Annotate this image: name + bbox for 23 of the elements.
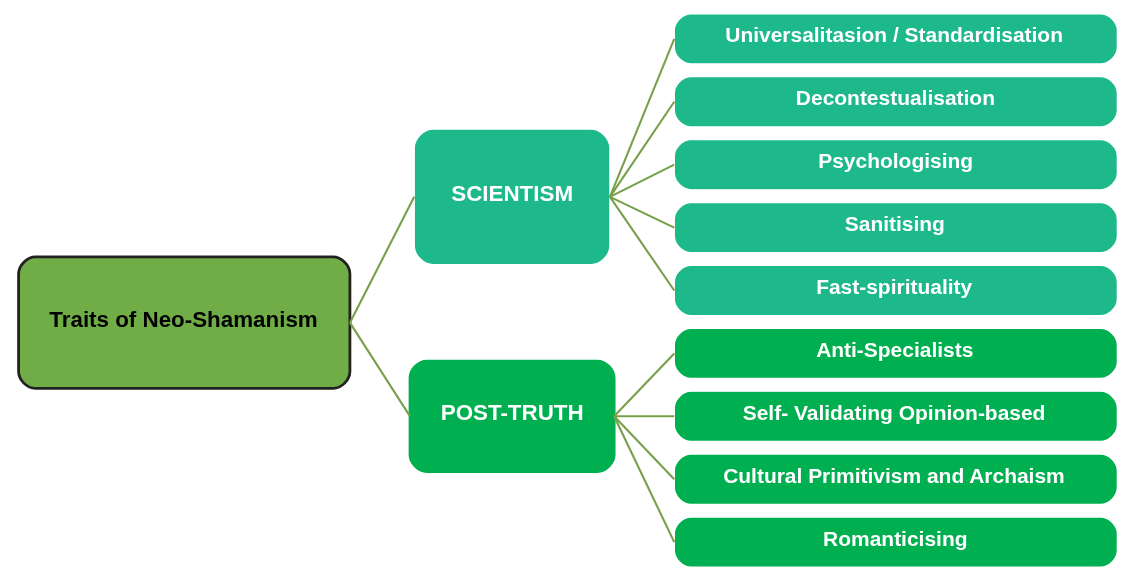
connector (608, 163, 675, 198)
connector (612, 415, 675, 543)
connector (609, 195, 675, 229)
connector (608, 101, 675, 198)
node-box: Decontestualisation (673, 75, 1118, 128)
node-box: SCIENTISM (414, 129, 609, 264)
node-box: Romanticising (673, 516, 1118, 568)
connector (613, 415, 674, 418)
node-box: Universalitasion / Standardisation (673, 13, 1118, 65)
connector (612, 415, 675, 480)
connector (348, 196, 415, 324)
connector (348, 322, 411, 417)
node-box: POST-TRUTH (408, 359, 616, 473)
connector (612, 352, 675, 418)
node-box: Sanitising (673, 201, 1118, 254)
node-box: Traits of Neo-Shamanism (16, 255, 351, 390)
node-box: Psychologising (673, 138, 1118, 191)
node-box: Self- Validating Opinion-based (673, 390, 1118, 443)
connector (608, 38, 675, 198)
node-box: Fast-spirituality (673, 264, 1118, 317)
node-box: Anti-Specialists (673, 327, 1118, 380)
node-box: Cultural Primitivism and Archaism (673, 453, 1118, 506)
connector (608, 196, 675, 292)
